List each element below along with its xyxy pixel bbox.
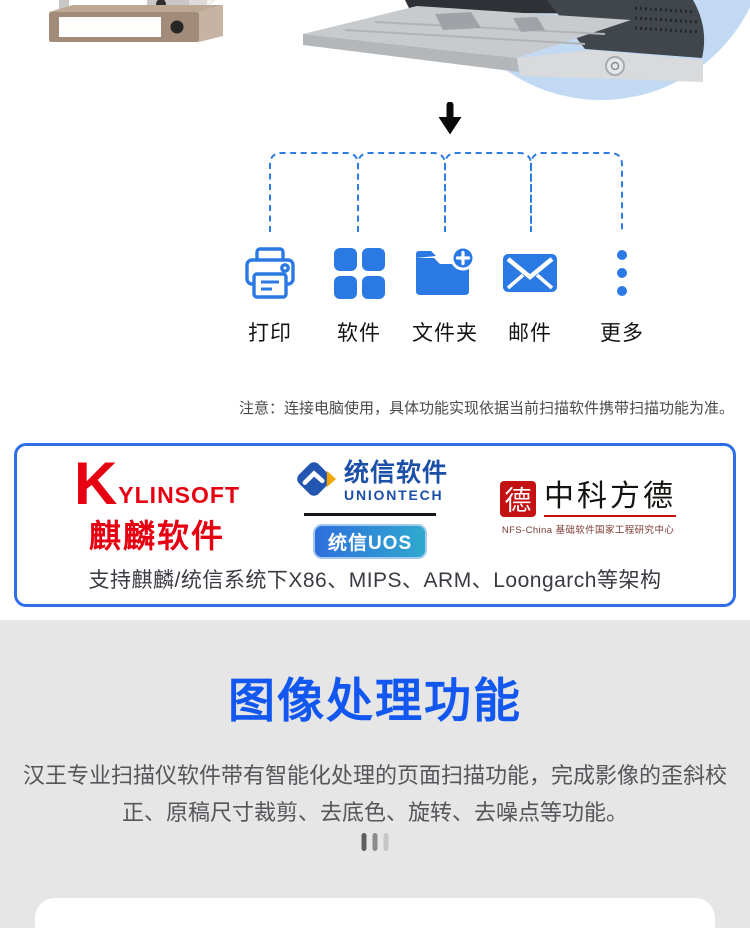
- binders-illustration: [35, 0, 235, 53]
- feature-more: 更多: [567, 243, 677, 347]
- more-dots-icon: [567, 243, 677, 303]
- feature-folder: 文件夹: [390, 243, 500, 347]
- uniontech-lockup: 统信软件 UNIONTECH: [292, 457, 448, 506]
- carousel-bar[interactable]: [372, 833, 378, 851]
- scanner-illustration: [303, 0, 705, 82]
- feature-software: 软件: [304, 243, 414, 347]
- section-title: 图像处理功能: [228, 674, 522, 727]
- feature-label: 文件夹: [412, 322, 478, 345]
- fangde-name: 中科方德: [544, 480, 677, 513]
- architecture-support-text: 支持麒麟/统信系统下X86、MIPS、ARM、Loongarch等架构: [88, 569, 662, 592]
- carousel-bar[interactable]: [383, 833, 389, 851]
- uniontech-logo: 统信软件 UNIONTECH 统信UOS: [292, 457, 448, 559]
- uos-badge: 统信UOS: [312, 524, 428, 559]
- mail-icon: [475, 243, 585, 303]
- uniontech-wordmark: UNIONTECH: [344, 487, 444, 504]
- compatibility-box: K YLINSOFT 麒麟软件 统信软件: [14, 443, 736, 607]
- kylin-cn-name: 麒麟软件: [88, 517, 225, 554]
- scanner-photo: [285, 0, 725, 105]
- folder-plus-icon: [390, 243, 500, 303]
- feature-label: 更多: [600, 322, 644, 345]
- fangde-lockup: 德 中科方德: [500, 480, 677, 517]
- kylin-rest: YLINSOFT: [118, 481, 241, 508]
- dashed-connector: [0, 145, 750, 245]
- uniontech-divider: [304, 513, 437, 516]
- kylinsoft-wordmark: K YLINSOFT: [73, 450, 241, 518]
- fangde-seal: 德: [500, 480, 537, 517]
- fangde-logo: 德 中科方德 NFS-China 基础软件国家工程研究中心: [500, 480, 677, 536]
- uniontech-icon: [292, 457, 337, 506]
- uniontech-texts: 统信软件 UNIONTECH: [344, 458, 449, 504]
- partner-logos-row: K YLINSOFT 麒麟软件 统信软件: [73, 450, 677, 559]
- kylinsoft-logo: K YLINSOFT 麒麟软件: [73, 450, 241, 556]
- down-arrow-icon: [436, 101, 464, 141]
- uniontech-cn-name: 统信软件: [344, 458, 449, 487]
- carousel-indicator: [361, 833, 389, 851]
- binders-svg: [49, 0, 223, 42]
- feature-mail: 邮件: [475, 243, 585, 347]
- carousel-bar[interactable]: [361, 833, 367, 851]
- feature-label: 打印: [248, 322, 292, 345]
- fangde-subtitle: NFS-China 基础软件国家工程研究中心: [501, 525, 675, 536]
- apps-grid-icon: [304, 243, 414, 303]
- kylin-initial: K: [73, 450, 118, 518]
- printer-icon: [215, 243, 325, 303]
- section-description: 汉王专业扫描仪软件带有智能化处理的页面扫描功能，完成影像的歪斜校正、原稿尺寸裁剪…: [22, 763, 727, 825]
- feature-label: 软件: [337, 322, 381, 345]
- usage-note: 注意：连接电脑使用，具体功能实现依据当前扫描软件携带扫描功能为准。: [238, 400, 734, 417]
- fangde-namewrap: 中科方德: [544, 480, 677, 517]
- feature-label: 邮件: [508, 322, 552, 345]
- feature-print: 打印: [215, 243, 325, 347]
- next-content-card: [35, 898, 715, 928]
- fangde-rule: [544, 515, 677, 517]
- image-processing-section: 图像处理功能 汉王专业扫描仪软件带有智能化处理的页面扫描功能，完成影像的歪斜校正…: [0, 620, 750, 928]
